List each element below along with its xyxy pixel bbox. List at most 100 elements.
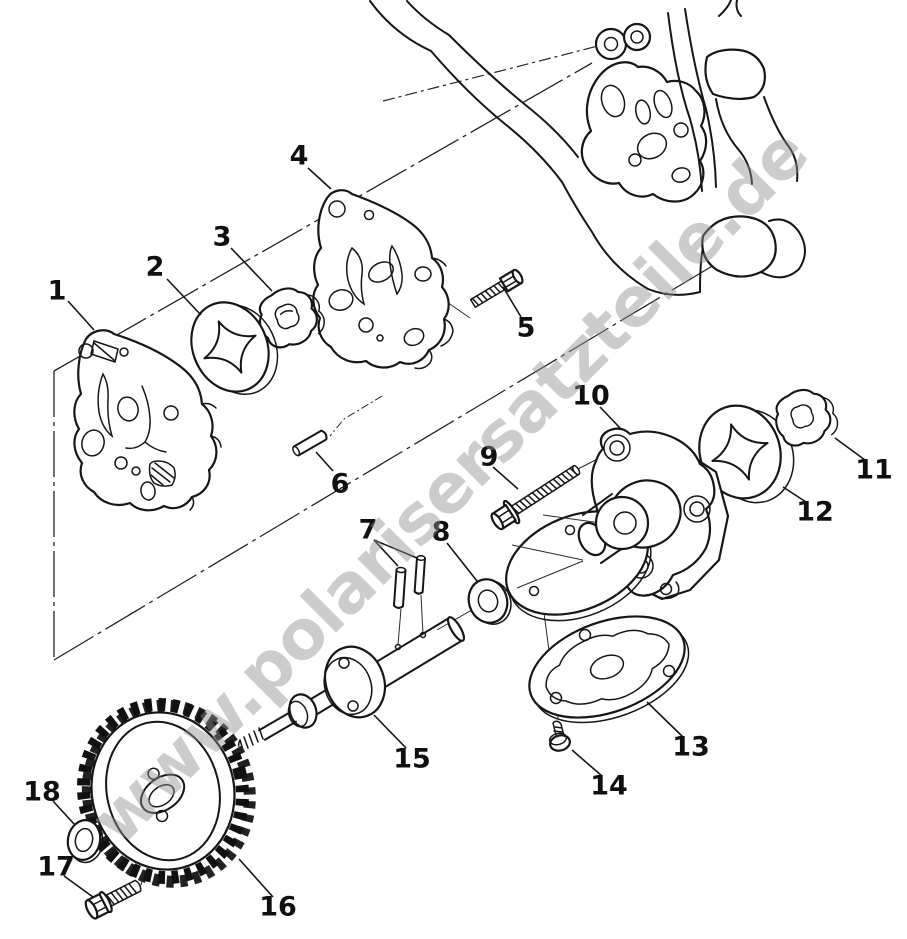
leader-line-8 (446, 542, 478, 582)
leader-line-5 (502, 286, 522, 318)
housing-ears (603, 434, 711, 600)
rotor11-body (775, 388, 832, 447)
callout-number-5: 5 (517, 313, 536, 344)
callout-number-15: 15 (393, 744, 431, 775)
leader-line-3 (230, 247, 273, 292)
callout-number-9: 9 (480, 442, 499, 473)
part-17-bolt (84, 879, 142, 920)
screw14-head (549, 734, 571, 752)
part-16-gear (75, 696, 256, 888)
part-12-outer-rotor (698, 404, 795, 504)
pin6-axis-line (329, 395, 383, 437)
leader-line-10 (599, 406, 622, 430)
leader-line-6 (315, 451, 334, 472)
boss-hole-b (630, 30, 644, 44)
rotor2-star-bore (203, 320, 257, 374)
leader-line-13 (646, 701, 684, 738)
callout-number-6: 6 (331, 469, 350, 500)
shaft-tip (446, 616, 466, 642)
case-finger-a (701, 215, 777, 278)
gear-web (105, 720, 221, 862)
shaft-step-ring (288, 693, 318, 729)
leader-line-11 (834, 437, 866, 461)
disc-hole-b (528, 585, 540, 597)
pump-mounting-face (580, 61, 708, 203)
pin-b (413, 555, 426, 595)
gear-hole-a (147, 767, 160, 781)
disc-hole-a (564, 524, 576, 536)
leader-line-1 (67, 300, 95, 331)
boss-lobe-a (594, 27, 628, 61)
leader-line-16 (238, 858, 274, 898)
callout-number-10: 10 (572, 381, 610, 412)
callout-number-18: 18 (23, 777, 61, 808)
callout-number-13: 13 (672, 732, 710, 763)
rotor3-bore-edge (279, 309, 294, 316)
part-14-screw (548, 720, 571, 752)
bolt5-shank (469, 280, 507, 309)
plate-thickness-lines (414, 257, 454, 370)
case-arc-inner (406, 0, 450, 36)
rotor11-bore (790, 404, 815, 429)
crankcase-outline (369, 0, 806, 296)
gear-hub-outer (139, 773, 186, 814)
leader-line-14 (571, 749, 603, 777)
gear-hole-b (155, 809, 169, 823)
case-rib-a (667, 12, 703, 192)
collar-hole-b (347, 700, 359, 712)
part-10-pump-housing (505, 427, 730, 622)
bolt17-threads (105, 882, 138, 906)
case-bottom-sweep (561, 181, 701, 296)
case-finger-b (760, 218, 806, 279)
mounting-face-ports (600, 84, 691, 183)
pin-a-axis-line (397, 608, 402, 646)
rotor3-bore (274, 303, 300, 330)
rotor11-thickness (819, 396, 839, 436)
part-15-shaft (237, 616, 466, 751)
bolt9-head-cap (490, 512, 505, 531)
shaft-collar-face (323, 656, 373, 716)
boss-front-face (594, 495, 650, 551)
bolt5-threads (471, 282, 506, 306)
bolt9-threads (510, 467, 579, 515)
part-9-bolt (490, 465, 581, 531)
part-1-pump-body (73, 329, 222, 512)
shaft-step-face (287, 700, 309, 728)
part-4-plate (312, 189, 454, 370)
case-curve-r2 (763, 96, 799, 182)
callout-number-2: 2 (146, 252, 165, 283)
callout-number-12: 12 (796, 497, 834, 528)
leader-line-4 (307, 167, 332, 190)
case-edge-b (448, 34, 579, 158)
callout-number-1: 1 (48, 276, 67, 307)
rotor2-ring (190, 301, 270, 393)
body-thickness-lines (189, 402, 222, 511)
bolt17-head-cap (84, 899, 99, 920)
shaft-thread-tip (237, 727, 264, 751)
leader-line-7 (373, 539, 399, 567)
callout-number-4: 4 (290, 141, 309, 172)
case-top-notch (718, 0, 742, 17)
rotor3-thickness (304, 293, 325, 335)
callout-number-7: 7 (359, 515, 378, 546)
plate-holes (328, 200, 432, 347)
shaft-thin-sides (258, 711, 297, 741)
boundary-bottom-edge (53, 261, 720, 661)
callout-number-16: 16 (259, 892, 297, 923)
bolt5-head-cap (511, 268, 524, 285)
gear-teeth (77, 697, 249, 885)
leader-line-9 (492, 466, 519, 490)
case-arc-outer (369, 0, 432, 52)
callout-number-8: 8 (432, 517, 451, 548)
callout-number-17: 17 (37, 852, 75, 883)
screw14-head-top (548, 732, 568, 746)
callout-number-3: 3 (213, 222, 232, 253)
case-lobe-right (704, 48, 766, 101)
leader-line-15 (373, 714, 407, 749)
part-13-cover-plate (528, 615, 690, 724)
boss-hole-a (603, 36, 619, 52)
screw14-shank (552, 720, 565, 737)
